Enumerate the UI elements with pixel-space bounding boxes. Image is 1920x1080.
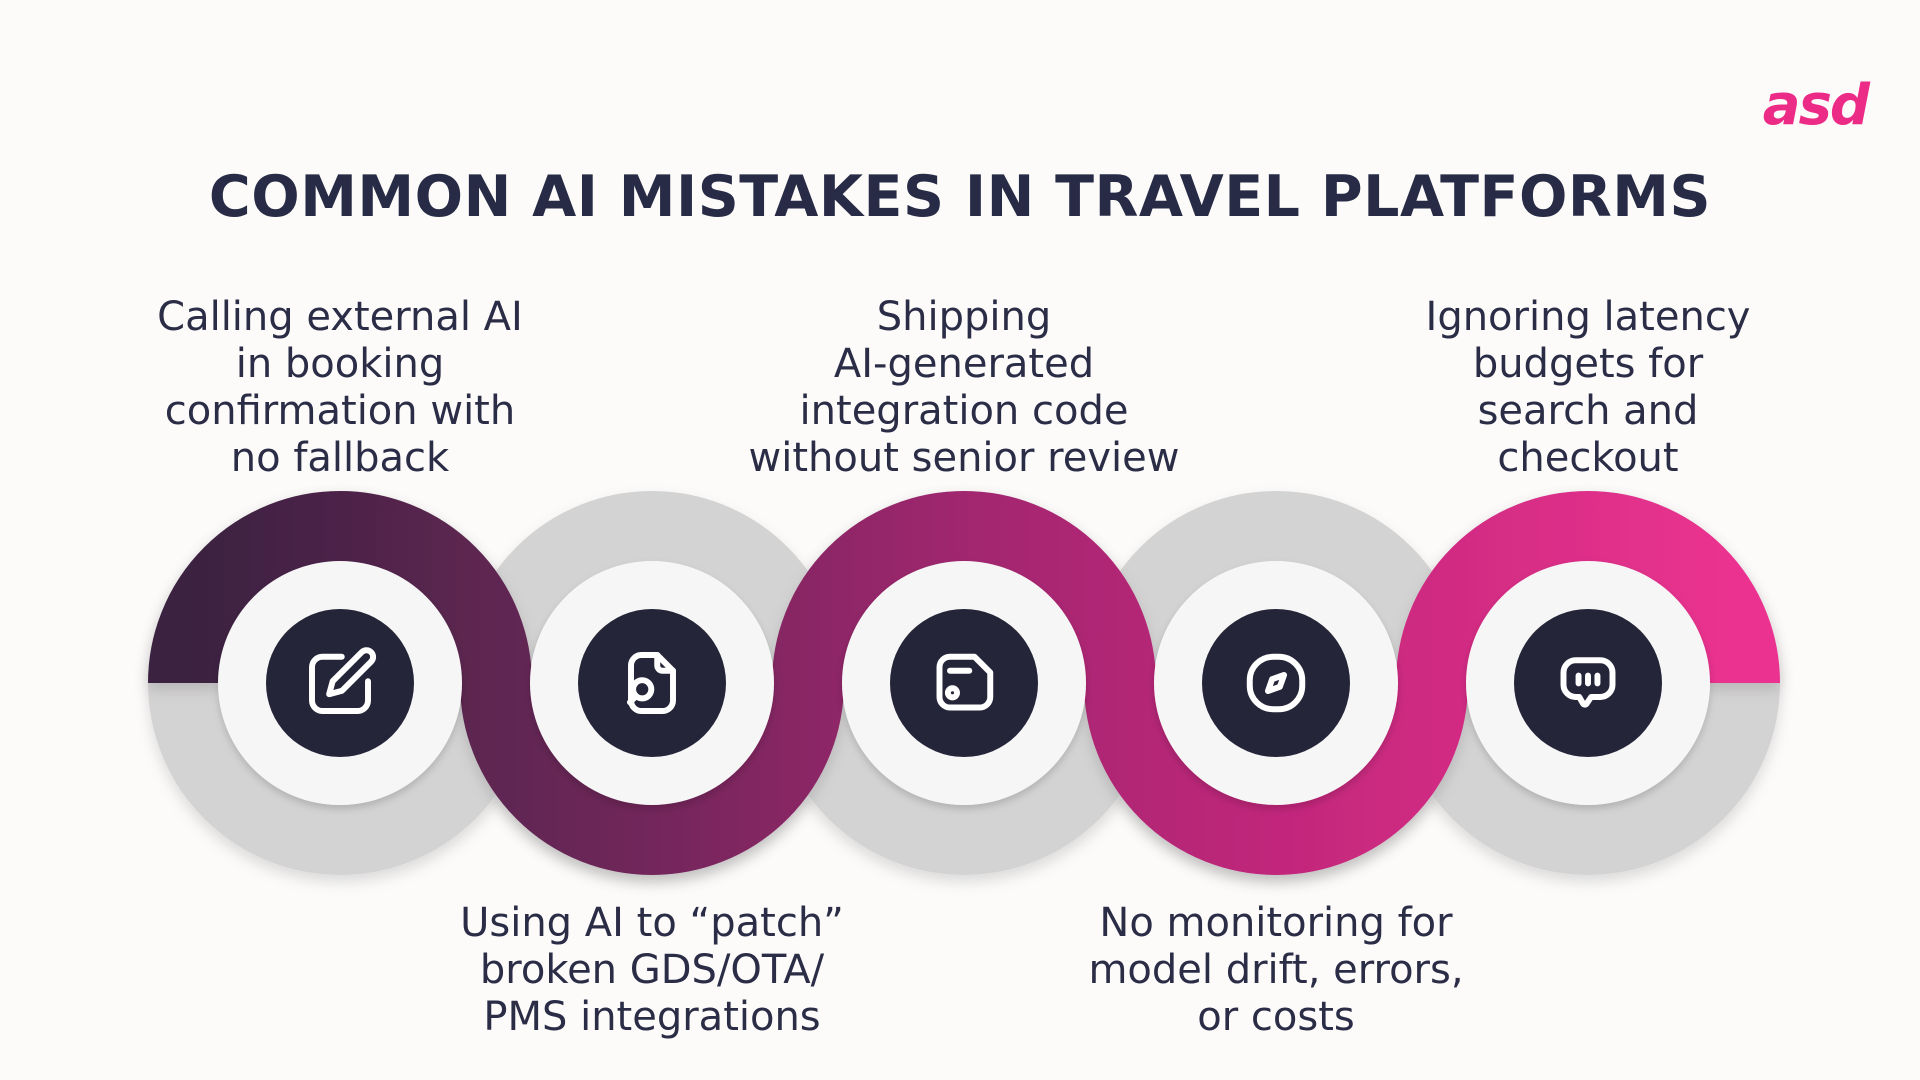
- step-label-5: Ignoring latency budgets for search and …: [1425, 294, 1751, 481]
- edit-icon: [309, 647, 376, 714]
- save-icon: [936, 653, 994, 711]
- asd-logo: asd: [1762, 73, 1870, 138]
- step-label-2: Using AI to “patch” broken GDS/OTA/ PMS …: [460, 900, 844, 1040]
- step-label-3: Shipping AI-generated integration code w…: [748, 294, 1180, 481]
- compass-icon: [1246, 653, 1306, 713]
- step-label-4: No monitoring for model drift, errors, o…: [1088, 900, 1464, 1040]
- chat-bubble-icon: [1560, 657, 1616, 708]
- page-title: COMMON AI MISTAKES IN TRAVEL PLATFORMS: [208, 164, 1712, 230]
- ribbon-path: [148, 491, 1780, 875]
- step-label-1: Calling external AI in booking confirmat…: [157, 294, 523, 481]
- file-search-icon: [626, 652, 676, 714]
